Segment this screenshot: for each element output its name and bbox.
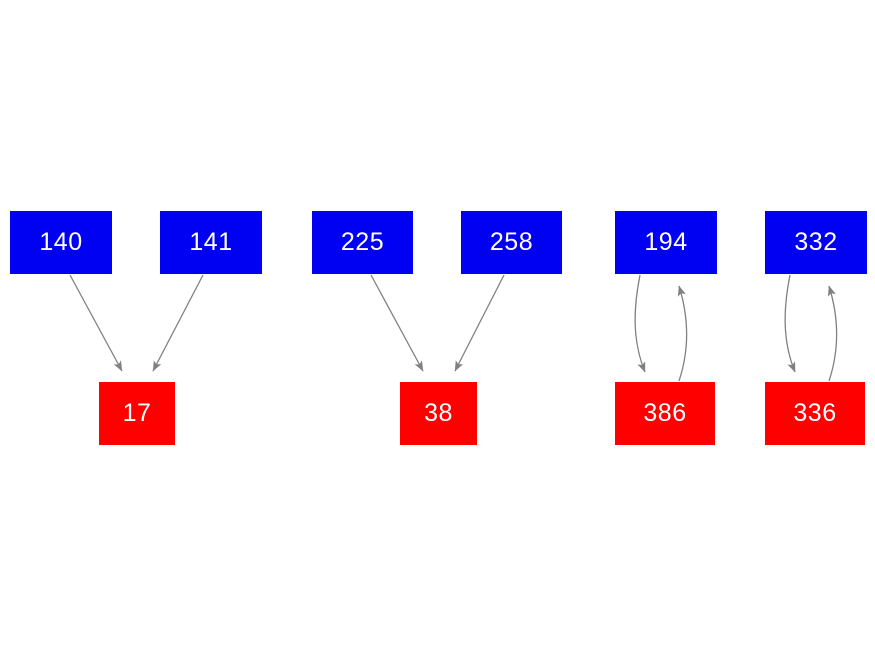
edge-140-to-17	[69, 274, 123, 372]
node-38[interactable]: 38	[400, 382, 477, 445]
node-label: 225	[340, 228, 385, 256]
node-label: 194	[644, 228, 688, 256]
node-label: 386	[643, 399, 687, 427]
node-label: 332	[794, 228, 838, 256]
node-141[interactable]: 141	[160, 211, 262, 274]
edge-141-to-17	[152, 274, 204, 372]
node-label: 258	[489, 228, 534, 256]
node-17[interactable]: 17	[99, 382, 175, 445]
node-label: 141	[189, 228, 233, 256]
node-332[interactable]: 332	[765, 211, 867, 274]
edge-386-to-194	[677, 285, 688, 382]
node-label: 38	[424, 399, 453, 427]
edge-258-to-38	[454, 274, 505, 372]
node-194[interactable]: 194	[615, 211, 717, 274]
node-label: 336	[793, 399, 837, 427]
edge-194-to-386	[634, 274, 646, 373]
edge-336-to-332	[827, 285, 838, 382]
node-336[interactable]: 336	[765, 382, 865, 445]
edge-225-to-38	[370, 274, 424, 372]
edge-332-to-336	[784, 274, 796, 373]
node-225[interactable]: 225	[312, 211, 413, 274]
node-label: 140	[39, 228, 83, 256]
node-140[interactable]: 140	[10, 211, 112, 274]
node-386[interactable]: 386	[615, 382, 715, 445]
node-258[interactable]: 258	[461, 211, 562, 274]
node-label: 17	[122, 399, 152, 427]
